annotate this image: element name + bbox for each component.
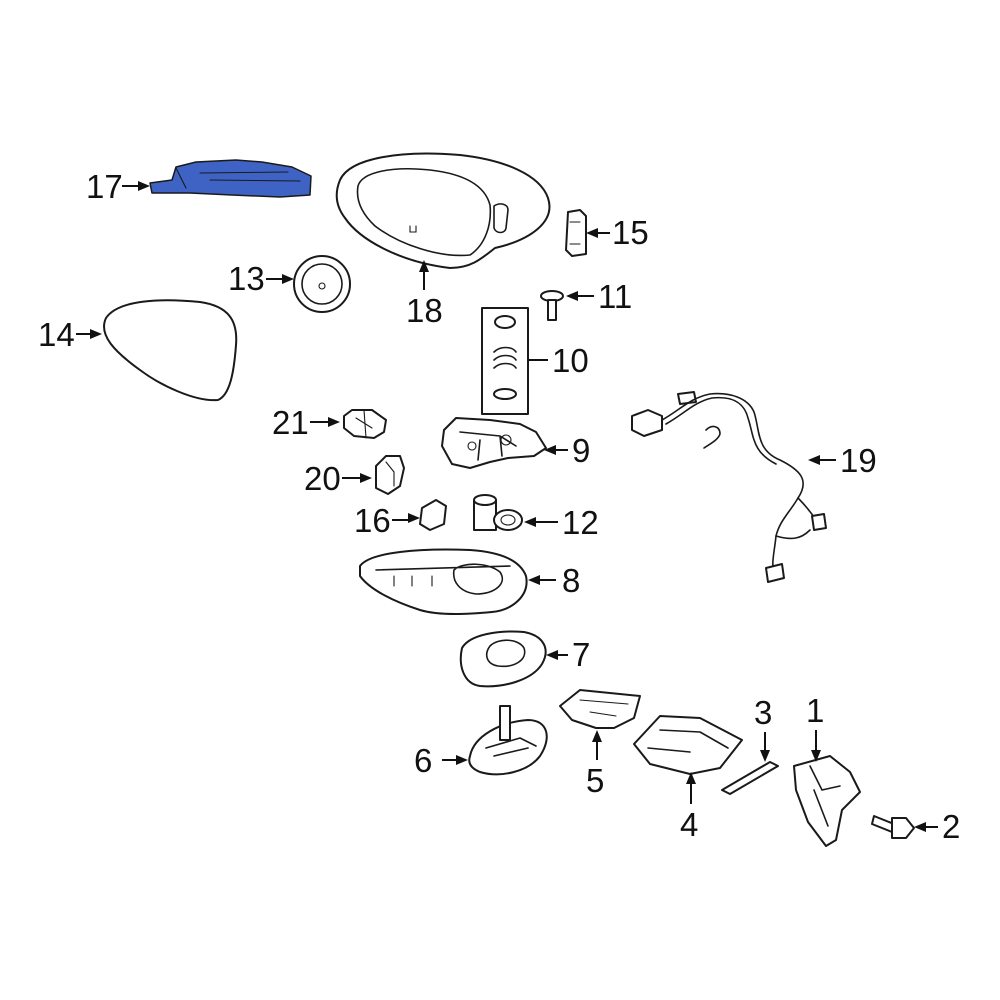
callout-3: 3 [754, 694, 772, 762]
part-8-housing-base[interactable] [359, 548, 528, 615]
callout-number-15: 15 [612, 214, 649, 251]
callout-number-16: 16 [354, 502, 391, 539]
callout-5: 5 [586, 730, 604, 799]
part-13-pad[interactable] [293, 255, 351, 313]
part-2-bolt[interactable] [871, 815, 915, 839]
part-10-kit[interactable] [481, 307, 529, 415]
part-20-holder[interactable] [375, 455, 405, 495]
callout-18: 18 [406, 260, 443, 329]
part-5-cover[interactable] [559, 689, 641, 729]
callout-11: 11 [566, 278, 632, 315]
callout-number-2: 2 [942, 808, 960, 845]
part-17-highlighted[interactable] [149, 159, 312, 198]
callout-16: 16 [354, 502, 420, 539]
callout-number-12: 12 [562, 504, 599, 541]
callout-10: 10 [528, 342, 589, 379]
callout-number-7: 7 [572, 636, 590, 673]
callout-number-1: 1 [806, 692, 824, 729]
part-7-gasket[interactable] [459, 630, 547, 688]
callout-number-17: 17 [86, 168, 123, 205]
callout-4: 4 [680, 772, 698, 843]
callout-17: 17 [86, 168, 150, 205]
callout-19: 19 [808, 442, 877, 479]
callout-number-6: 6 [414, 742, 432, 779]
callout-number-9: 9 [572, 432, 590, 469]
callout-number-11: 11 [598, 278, 632, 315]
callout-6: 6 [414, 742, 468, 779]
callout-number-13: 13 [228, 260, 265, 297]
part-19-harness[interactable] [631, 391, 827, 583]
part-9-bracket[interactable] [441, 417, 547, 469]
callout-9: 9 [544, 432, 590, 469]
callout-8: 8 [528, 562, 580, 599]
part-17-shape [149, 159, 312, 198]
callout-number-21: 21 [272, 404, 309, 441]
part-14-mirror-glass[interactable] [103, 299, 238, 402]
callout-20: 20 [304, 460, 372, 497]
callout-12: 12 [524, 504, 599, 541]
callout-21: 21 [272, 404, 340, 441]
callout-7: 7 [546, 636, 590, 673]
part-15-clip[interactable] [565, 209, 587, 257]
part-1-bracket[interactable] [793, 755, 861, 847]
part-12-motor[interactable] [473, 494, 523, 531]
callout-number-18: 18 [406, 292, 443, 329]
part-21-socket[interactable] [343, 409, 387, 439]
callout-number-14: 14 [38, 316, 75, 353]
callout-number-20: 20 [304, 460, 341, 497]
callout-14: 14 [38, 316, 102, 353]
callout-2: 2 [914, 808, 960, 845]
part-11-screw[interactable] [540, 290, 564, 321]
callout-number-8: 8 [562, 562, 580, 599]
part-18-housing[interactable] [335, 152, 551, 269]
part-6-base-plate[interactable] [468, 705, 548, 776]
callout-15: 15 [586, 214, 649, 251]
part-3-strip[interactable] [721, 761, 779, 795]
callout-13: 13 [228, 260, 294, 297]
callout-number-4: 4 [680, 806, 698, 843]
part-4-trim[interactable] [633, 715, 743, 775]
callout-number-3: 3 [754, 694, 772, 731]
callout-number-19: 19 [840, 442, 877, 479]
callout-number-10: 10 [552, 342, 589, 379]
callout-number-5: 5 [586, 762, 604, 799]
part-16-cap[interactable] [419, 499, 447, 531]
callout-1: 1 [806, 692, 824, 762]
